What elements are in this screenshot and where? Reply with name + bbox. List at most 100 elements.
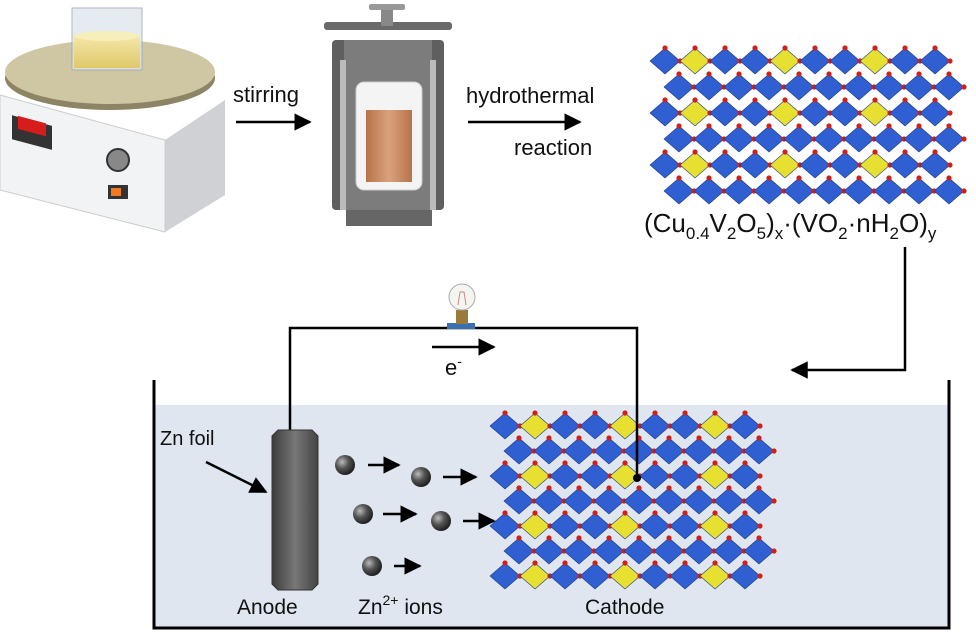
vo6-octahedron <box>743 487 775 515</box>
oxygen-atom <box>706 123 712 129</box>
vo6-octahedron <box>919 47 951 75</box>
autoclave-icon <box>324 4 452 226</box>
vo6-octahedron <box>723 125 755 153</box>
oxygen-atom <box>676 175 682 181</box>
vo5-pyramid <box>609 412 641 440</box>
oxygen-atom <box>502 510 508 516</box>
step-label-reaction: reaction <box>514 135 592 160</box>
oxygen-atom <box>796 175 802 181</box>
zn-anode <box>271 429 319 591</box>
vo6-octahedron <box>663 125 695 153</box>
oxygen-atom <box>947 58 953 64</box>
oxygen-atom <box>757 473 763 479</box>
vo6-octahedron <box>933 177 965 205</box>
oxygen-atom <box>726 535 732 541</box>
vo6-octahedron <box>549 462 581 490</box>
oxygen-atom <box>766 123 772 129</box>
oxygen-atom <box>856 175 862 181</box>
vo5-pyramid <box>519 412 551 440</box>
vo5-pyramid <box>519 562 551 590</box>
oxygen-atom <box>666 485 672 491</box>
vo6-octahedron <box>669 412 701 440</box>
vo6-octahedron <box>549 512 581 540</box>
oxygen-atom <box>842 97 848 103</box>
zn-ions <box>335 455 496 576</box>
vo5-pyramid <box>679 47 711 75</box>
vo5-pyramid <box>519 462 551 490</box>
vo6-octahedron <box>563 437 595 465</box>
oxygen-atom <box>826 175 832 181</box>
zn-foil-label: Zn foil <box>160 428 214 450</box>
oxygen-atom <box>562 460 568 466</box>
vo6-octahedron <box>799 47 831 75</box>
oxygen-atom <box>742 460 748 466</box>
vo6-octahedron <box>579 462 611 490</box>
light-bulb-icon <box>447 283 476 329</box>
vo6-octahedron <box>653 537 685 565</box>
vo6-octahedron <box>783 125 815 153</box>
oxygen-atom <box>546 535 552 541</box>
oxygen-atom <box>722 45 728 51</box>
vo6-octahedron <box>709 151 741 179</box>
vo5-pyramid <box>609 462 641 490</box>
oxygen-atom <box>872 97 878 103</box>
oxygen-atom <box>692 45 698 51</box>
vo5-pyramid <box>679 99 711 127</box>
vo6-octahedron <box>693 125 725 153</box>
vo5-pyramid <box>769 47 801 75</box>
oxygen-atom <box>947 110 953 116</box>
oxygen-atom <box>932 149 938 155</box>
oxygen-atom <box>606 435 612 441</box>
vo6-octahedron <box>753 125 785 153</box>
vo6-octahedron <box>739 99 771 127</box>
vo6-octahedron <box>663 73 695 101</box>
oxygen-atom <box>502 460 508 466</box>
oxygen-atom <box>706 71 712 77</box>
vo6-octahedron <box>579 562 611 590</box>
vo6-octahedron <box>489 412 521 440</box>
vo6-octahedron <box>623 537 655 565</box>
oxygen-atom <box>516 535 522 541</box>
oxygen-atom <box>652 560 658 566</box>
oxygen-atom <box>961 84 967 90</box>
oxygen-atom <box>826 123 832 129</box>
vo5-pyramid <box>769 99 801 127</box>
magnetic-stirrer-icon <box>0 7 225 233</box>
vo6-octahedron <box>669 462 701 490</box>
vo6-octahedron <box>503 537 535 565</box>
oxygen-atom <box>812 97 818 103</box>
vo5-pyramid <box>519 512 551 540</box>
oxygen-atom <box>666 535 672 541</box>
vo6-octahedron <box>843 177 875 205</box>
oxygen-atom <box>872 45 878 51</box>
oxygen-atom <box>886 71 892 77</box>
oxygen-atom <box>796 71 802 77</box>
oxygen-atom <box>682 560 688 566</box>
vo6-octahedron <box>549 562 581 590</box>
oxygen-atom <box>676 123 682 129</box>
vo6-octahedron <box>549 412 581 440</box>
vo5-pyramid <box>859 151 891 179</box>
cathode-contact <box>633 474 641 482</box>
vo6-octahedron <box>723 177 755 205</box>
anode-label: Anode <box>237 596 298 619</box>
oxygen-atom <box>812 45 818 51</box>
vo6-octahedron <box>873 73 905 101</box>
vo5-pyramid <box>859 99 891 127</box>
oxygen-atom <box>562 410 568 416</box>
vo6-octahedron <box>593 487 625 515</box>
vo6-octahedron <box>683 487 715 515</box>
vo6-octahedron <box>889 151 921 179</box>
vo6-octahedron <box>739 151 771 179</box>
oxygen-atom <box>902 97 908 103</box>
oxygen-atom <box>752 149 758 155</box>
vo6-octahedron <box>693 73 725 101</box>
vo6-octahedron <box>873 125 905 153</box>
vo6-octahedron <box>623 487 655 515</box>
oxygen-atom <box>752 45 758 51</box>
vo6-octahedron <box>743 437 775 465</box>
vo6-octahedron <box>829 99 861 127</box>
oxygen-atom <box>562 560 568 566</box>
oxygen-atom <box>592 560 598 566</box>
